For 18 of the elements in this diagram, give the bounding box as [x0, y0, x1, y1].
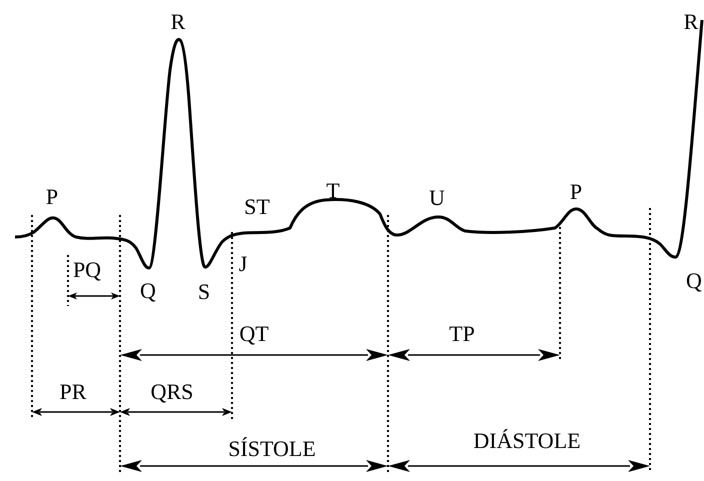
wave-label: Q [140, 280, 156, 302]
wave-label: U [429, 187, 445, 209]
interval-label: PQ [72, 259, 102, 281]
point-label: J [238, 253, 248, 275]
wave-label: R [684, 11, 698, 33]
interval-label: SÍSTOLE [228, 438, 316, 460]
wave-label: P [570, 181, 582, 203]
interval-label: QT [239, 323, 269, 345]
wave-label: T [326, 180, 340, 202]
segment-label: ST [244, 196, 270, 218]
wave-label: Q [686, 270, 702, 292]
wave-label: P [46, 186, 58, 208]
interval-label: QRS [150, 381, 194, 403]
wave-label: S [198, 281, 210, 303]
wave-label: R [170, 11, 186, 33]
interval-label: DIÁSTOLE [473, 430, 581, 452]
interval-label: PR [60, 381, 86, 403]
interval-label: TP [449, 323, 475, 345]
